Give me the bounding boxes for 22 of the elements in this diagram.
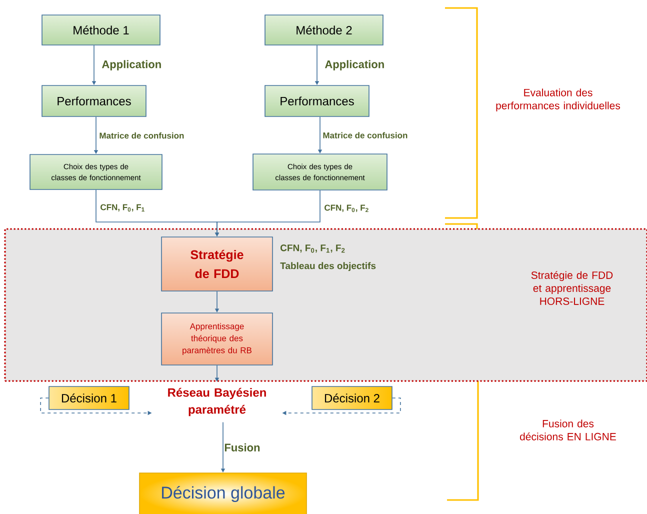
edge-label: Matrice de confusion bbox=[100, 132, 184, 139]
decision-box: Décision 2 bbox=[312, 386, 392, 410]
process-box: Performances bbox=[42, 85, 146, 117]
decision-box: Décision 1 bbox=[48, 386, 130, 410]
section-label: Fusion des décisions EN LIGNE bbox=[520, 420, 616, 440]
edge-label: CFN, F$_{0}$, F$_{2}$ bbox=[324, 204, 368, 212]
edge-label: Fusion bbox=[224, 443, 260, 452]
edge-label: Matrice de confusion bbox=[323, 132, 408, 138]
network-label: Réseau Bayésien paramétré bbox=[168, 388, 266, 416]
process-box: Méthode 2 bbox=[264, 14, 384, 46]
band-title: Stratégie de FDD et apprentissage HORS-LIGNE bbox=[531, 271, 613, 305]
edge-label: Application bbox=[102, 60, 161, 70]
result-box: Décision globale bbox=[139, 472, 307, 514]
edge-label: CFN, F$_{0}$, F$_{1}$ bbox=[100, 204, 144, 212]
section-label: Evaluation des performances individuelles bbox=[496, 88, 620, 112]
edge-label: Application bbox=[324, 60, 384, 70]
process-box: Performances bbox=[264, 85, 370, 117]
process-box: Méthode 1 bbox=[42, 14, 160, 46]
side-note: CFN, F$_{0}$, F$_{1}$, F$_{2}$ bbox=[280, 244, 345, 253]
strategy-box: Stratégie de FDD bbox=[161, 236, 273, 292]
process-box: Apprentissage théorique des paramètres du RB bbox=[161, 312, 273, 366]
side-note: Tableau des objectifs bbox=[280, 262, 376, 272]
